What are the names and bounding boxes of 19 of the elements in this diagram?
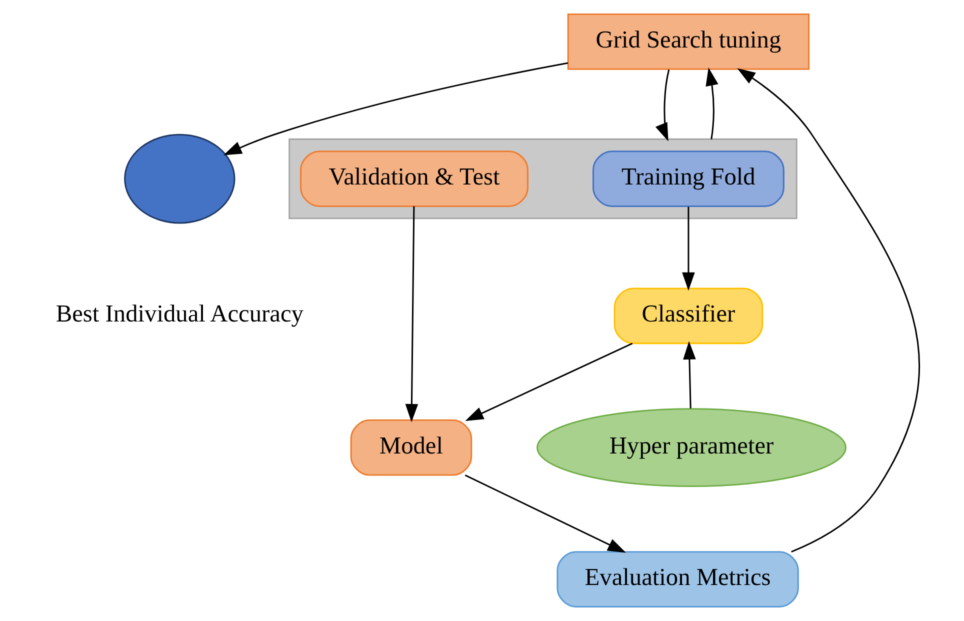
arrow [706, 67, 718, 140]
arrow [682, 206, 695, 291]
arrow [737, 68, 920, 552]
arrow [223, 62, 568, 156]
node-box: Model [350, 419, 472, 476]
arrow [465, 342, 633, 422]
node-ellipse: Hyper parameter [536, 408, 846, 488]
node-box: Evaluation Metrics [556, 551, 799, 608]
node-box: Grid Search tuning [567, 14, 810, 70]
arrow [683, 341, 696, 408]
node-box: Validation & Test [300, 150, 528, 207]
cluster [288, 138, 798, 220]
arrow [405, 206, 418, 422]
node-circle [124, 134, 236, 224]
arrow [464, 474, 626, 553]
arrow [655, 70, 670, 142]
node-label: Best Individual Accuracy [56, 300, 304, 328]
node-box: Training Fold [592, 150, 784, 207]
node-box: Classifier [614, 288, 764, 344]
